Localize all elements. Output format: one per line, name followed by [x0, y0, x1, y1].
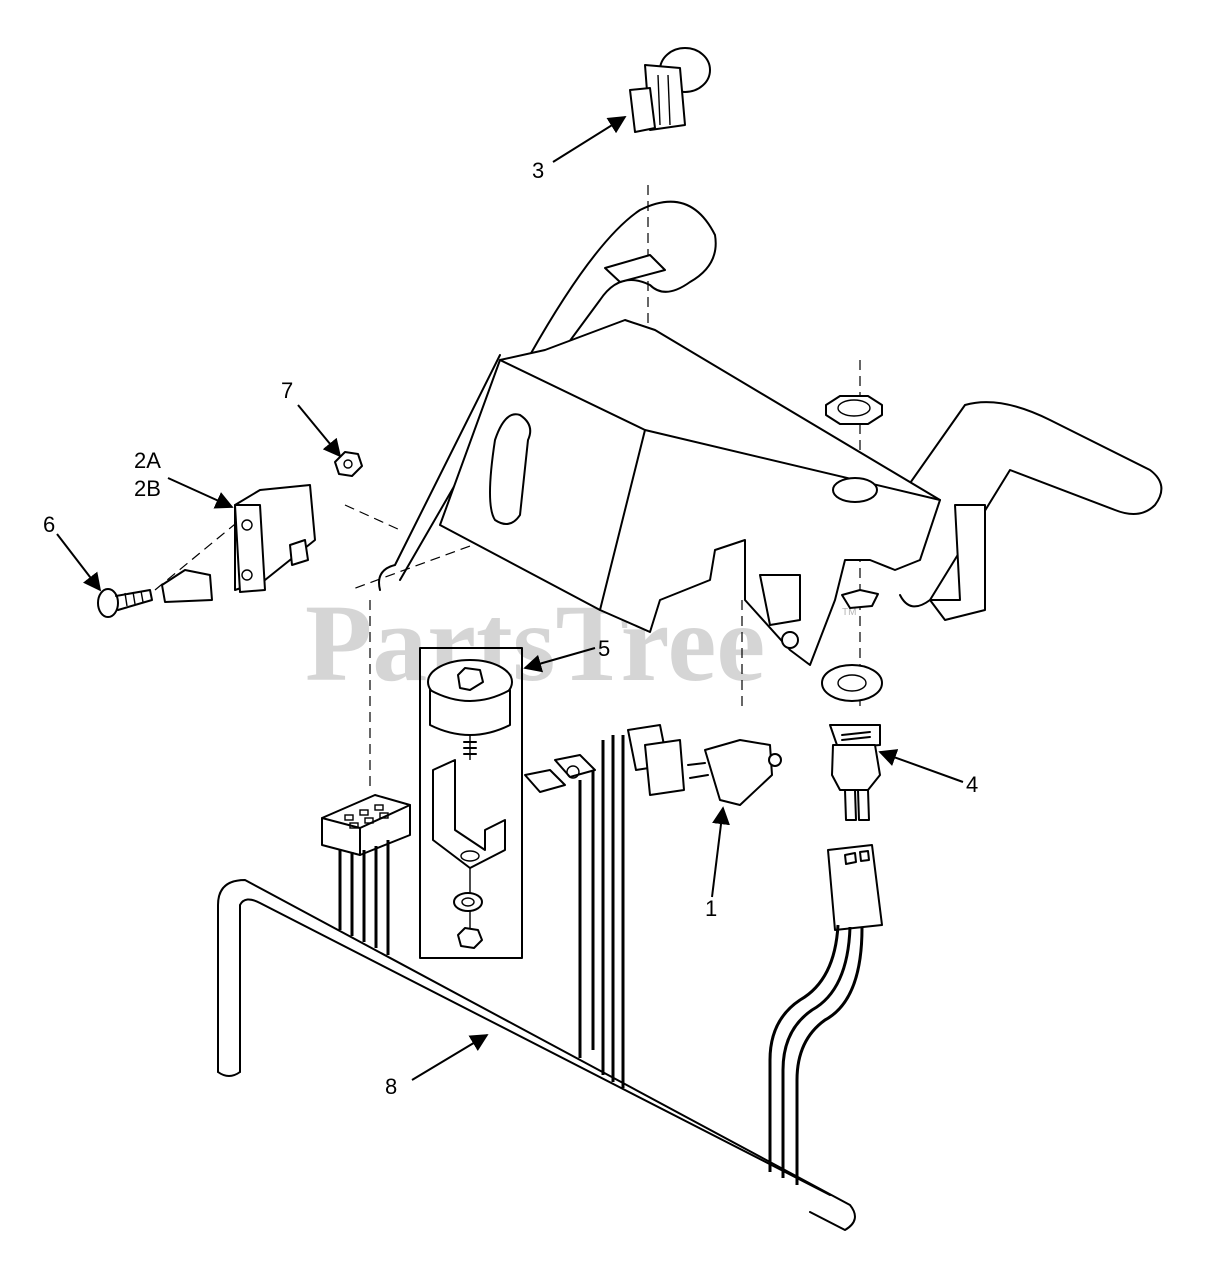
callout-5: 5 [598, 636, 610, 661]
dash-panel [439, 254, 986, 666]
callout-8: 8 [385, 1074, 397, 1099]
callout-2a: 2A [134, 448, 161, 473]
watermark-trademark: TM [842, 607, 856, 618]
nut-part [334, 451, 363, 477]
callout-3: 3 [532, 158, 544, 183]
switch-bracket-part [161, 484, 316, 603]
watermark: PartsTree TM [305, 582, 856, 704]
interlock-switch-part [627, 724, 782, 806]
sensor-switch-part [821, 395, 883, 931]
leader-lines [56, 116, 964, 1081]
screw-part [97, 588, 153, 618]
spade-connectors [524, 754, 596, 793]
callout-labels: 3 7 2A 2B 6 5 4 1 8 [43, 158, 978, 1099]
harness-connector [321, 794, 411, 856]
ignition-switch-part [629, 47, 711, 133]
watermark-text: PartsTree [305, 582, 765, 704]
callout-2b: 2B [134, 476, 161, 501]
callout-7: 7 [281, 378, 293, 403]
callout-1: 1 [705, 896, 717, 921]
callout-4: 4 [966, 772, 978, 797]
callout-6: 6 [43, 512, 55, 537]
hour-meter-part [419, 647, 523, 959]
wiring-harness-part [217, 735, 864, 1231]
